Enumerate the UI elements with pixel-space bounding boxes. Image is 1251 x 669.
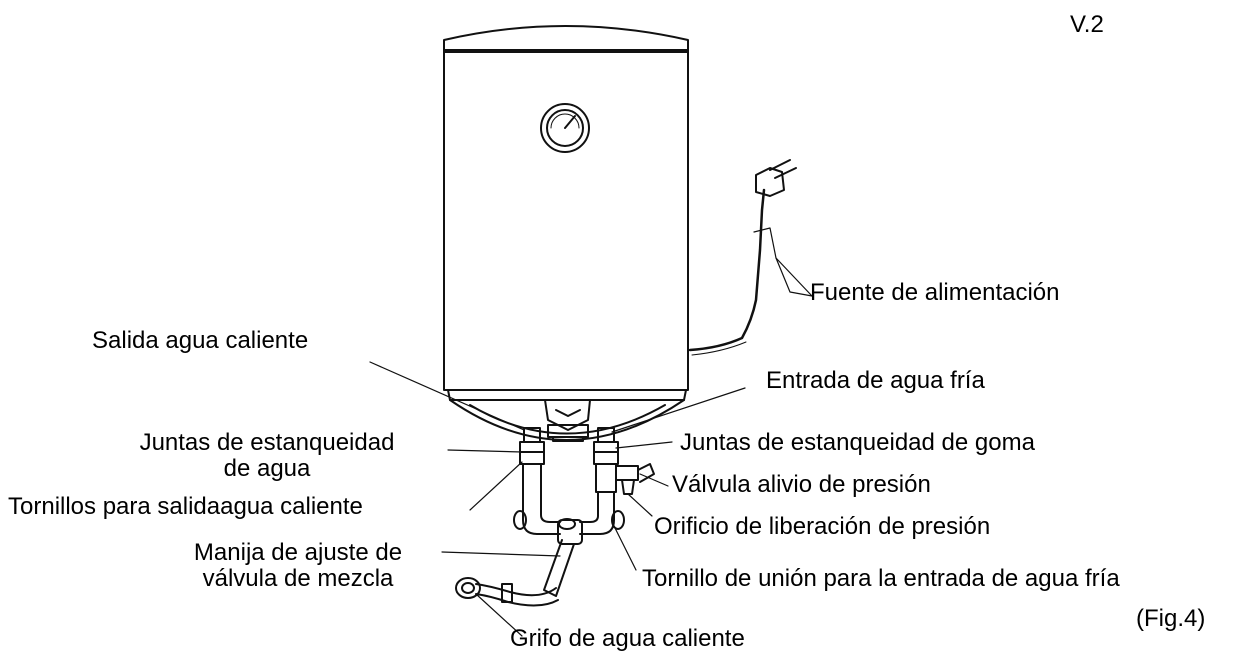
tank-top-cap: [443, 25, 689, 53]
tank-body: [443, 49, 689, 391]
leader-release-hole: [627, 493, 653, 517]
label-hot-water-faucet: Grifo de agua caliente: [510, 625, 745, 652]
bottom-cover: [544, 399, 591, 442]
leader-hot-outlet: [369, 361, 525, 431]
mixing-valve-icon: [543, 518, 583, 597]
label-water-seals-line2: de agua: [223, 455, 311, 482]
label-pressure-release-hole: Orificio de liberación de presión: [654, 513, 991, 540]
power-plug-icon: [755, 159, 797, 197]
label-mixing-valve: Manija de ajuste de válvula de mezcla: [158, 540, 438, 592]
label-cold-inlet-union-screw: Tornillo de unión para la entrada de agu…: [642, 565, 1120, 592]
label-water-seals-line1: Juntas de estanqueidad: [139, 429, 395, 456]
version-label: V.2: [1070, 11, 1104, 38]
label-mixing-valve-line1: Manija de ajuste de: [193, 539, 403, 566]
label-mixing-valve-line2: válvula de mezcla: [202, 565, 394, 592]
leader-faucet: [475, 593, 523, 637]
hot-water-hose: [475, 583, 559, 607]
thermometer-gauge-icon: [540, 103, 590, 153]
leader-hot-screws: [469, 461, 523, 511]
pressure-relief-valve-icon: [615, 463, 655, 495]
leader-rubber-seals: [615, 441, 673, 449]
power-cord: [688, 188, 813, 356]
tank-bottom-band: [447, 389, 687, 401]
leader-water-seals: [447, 449, 523, 453]
shower-head-icon: [455, 577, 481, 599]
cold-water-pipe: [579, 427, 625, 535]
label-rubber-seals: Juntas de estanqueidad de goma: [680, 429, 1035, 456]
label-water-seals: Juntas de estanqueidad de agua: [110, 430, 424, 482]
leader-lines: [369, 257, 813, 637]
leader-relief-valve: [639, 473, 669, 487]
figure-reference: (Fig.4): [1136, 605, 1206, 632]
leader-power-supply: [775, 257, 813, 297]
leader-union-screw: [613, 525, 637, 571]
leader-cold-inlet: [611, 387, 746, 433]
hot-water-pipe: [513, 427, 561, 535]
label-hot-outlet-screws: Tornillos para salidaagua caliente: [8, 493, 363, 520]
label-hot-water-outlet: Salida agua caliente: [92, 327, 309, 354]
label-cold-water-inlet: Entrada de agua fría: [766, 367, 985, 394]
label-pressure-relief-valve: Válvula alivio de presión: [672, 471, 931, 498]
leader-mixing-valve: [441, 551, 561, 557]
label-power-supply: Fuente de alimentación: [810, 279, 1060, 306]
